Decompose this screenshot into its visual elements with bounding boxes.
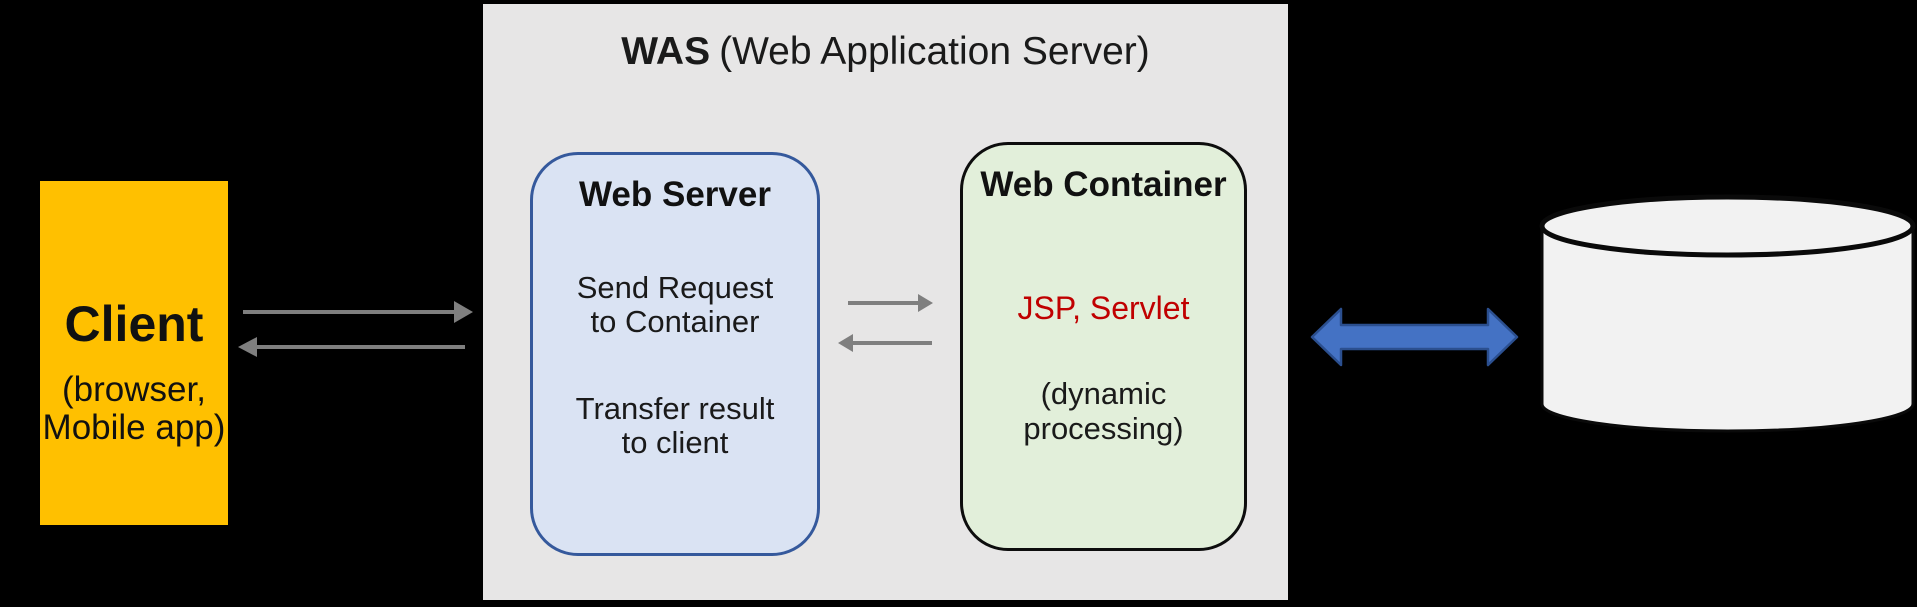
web-container-box: Web Container JSP, Servlet (dynamic proc… bbox=[960, 142, 1247, 551]
was-title-expansion: (Web Application Server) bbox=[719, 30, 1150, 73]
client-box: Client (browser, Mobile app) bbox=[40, 181, 228, 525]
web-server-request-line1: Send Request bbox=[576, 270, 774, 305]
client-subtitle: (browser, Mobile app) bbox=[40, 371, 228, 447]
web-server-transfer-line1: Transfer result bbox=[575, 391, 775, 426]
database-label: Database bbox=[1631, 320, 1824, 368]
was-title: WAS(Web Application Server) bbox=[483, 30, 1288, 74]
was-database-arrow-icon bbox=[1310, 307, 1519, 367]
web-container-note: (dynamic processing) bbox=[963, 376, 1244, 446]
web-server-transfer-line2: to client bbox=[621, 425, 729, 460]
web-server-request-text: Send Request to Container bbox=[533, 271, 817, 339]
web-server-box: Web Server Send Request to Container Tra… bbox=[530, 152, 820, 556]
client-title: Client bbox=[64, 296, 204, 352]
client-request-arrow-icon bbox=[243, 301, 473, 323]
database-cylinder-icon bbox=[1539, 194, 1916, 433]
web-container-tech-label: JSP, Servlet bbox=[1017, 290, 1190, 326]
web-container-note-line1: (dynamic bbox=[1040, 376, 1167, 411]
web-server-request-line2: to Container bbox=[590, 304, 760, 339]
client-subtitle-line1: (browser, bbox=[62, 370, 206, 409]
web-container-title: Web Container bbox=[980, 165, 1227, 204]
client-response-arrow-icon bbox=[238, 337, 465, 357]
web-container-note-line2: processing) bbox=[1023, 411, 1184, 446]
client-subtitle-line2: Mobile app) bbox=[42, 408, 226, 447]
web-server-title: Web Server bbox=[579, 175, 771, 214]
was-title-acronym: WAS bbox=[621, 30, 711, 73]
web-server-transfer-text: Transfer result to client bbox=[533, 392, 817, 460]
